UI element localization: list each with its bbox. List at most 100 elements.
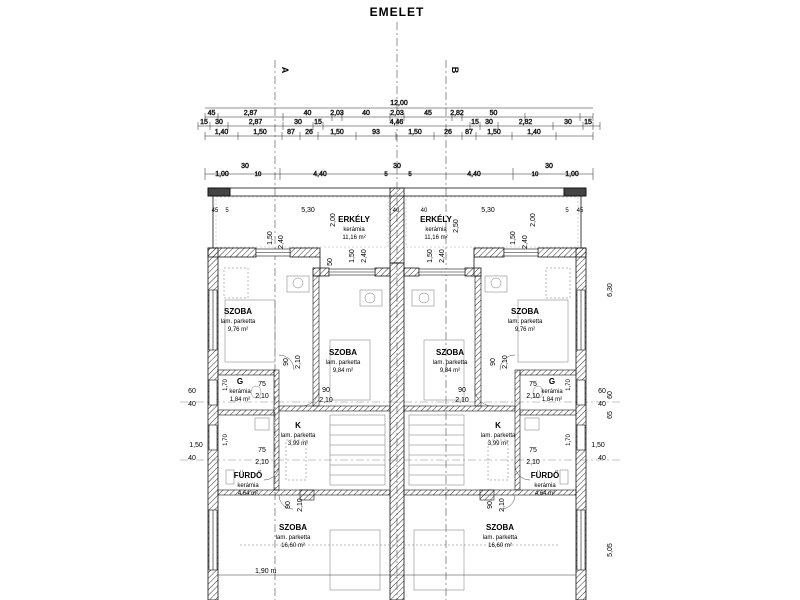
dimension-label: 2,40 xyxy=(439,249,446,263)
room-name: SZOBA xyxy=(436,348,464,357)
bottom-note: 1,90 m xyxy=(255,568,277,575)
dimension-label: 5 xyxy=(384,172,388,178)
dimension-label: 60 xyxy=(188,388,196,395)
dimension-label: 1,70 xyxy=(223,434,229,446)
axis-a-label: A xyxy=(280,67,290,74)
dimension-label: 40 xyxy=(598,455,606,462)
dimension-label: 30 xyxy=(485,119,493,126)
dimension-label: 2,10 xyxy=(297,498,304,512)
dimension-label: 90 xyxy=(458,387,466,394)
dimension-label: 2,00 xyxy=(530,213,537,227)
dimension-label: 2,40 xyxy=(278,235,285,249)
room-area: 4,64 m² xyxy=(535,491,555,497)
dimension-label: 4,40 xyxy=(467,171,481,178)
room-area: 9,84 m² xyxy=(440,368,460,374)
room-name: SZOBA xyxy=(224,307,252,316)
room-material: kerámia xyxy=(541,389,563,395)
room-material: lam. parketta xyxy=(433,360,468,366)
dimension-label: 5,05 xyxy=(607,543,614,557)
dimension-label: 5 xyxy=(565,208,569,214)
dimension-label: 60 xyxy=(598,388,606,395)
dimension-label: 50 xyxy=(490,110,498,117)
dimension-label: 5 xyxy=(408,172,412,178)
dimension-label: 1,50 xyxy=(330,129,344,136)
room-material: kerámia xyxy=(343,227,365,233)
room-name: SZOBA xyxy=(511,307,539,316)
balcony-floor-right xyxy=(405,196,579,248)
dimension-label: 45 xyxy=(577,208,584,214)
room-name: FÜRDŐ xyxy=(531,471,559,480)
dimension-label: 40 xyxy=(188,455,196,462)
room-area: 3,99 m² xyxy=(288,441,308,447)
dimension-label: 93 xyxy=(372,129,380,136)
dimension-label: 2,10 xyxy=(295,355,302,369)
furniture xyxy=(223,267,571,591)
room-area: 9,76 m² xyxy=(515,327,535,333)
dimension-label: 15 xyxy=(314,119,322,126)
dimension-label: 30 xyxy=(564,119,572,126)
building-walls xyxy=(207,187,587,600)
dimension-label: 30 xyxy=(215,119,223,126)
door-swings xyxy=(263,354,531,510)
dimension-label: 2,10 xyxy=(255,393,269,400)
room-label: FÜRDŐ kerámia 4,64 m² xyxy=(531,471,559,497)
dimension-label: 15 xyxy=(200,119,208,126)
drawing-title: EMELET xyxy=(370,5,425,19)
dimension-label: 15 xyxy=(584,119,592,126)
dimension-label: 1,50 xyxy=(510,231,517,245)
dimension-label: 90 xyxy=(285,501,292,509)
dimension-label: 2,10 xyxy=(455,397,469,404)
dimension-label: 1,50 xyxy=(253,129,267,136)
dimension-label: 40 xyxy=(362,110,370,117)
room-area: 16,60 m² xyxy=(281,543,305,549)
dimension-label: 1,00 xyxy=(565,171,579,178)
dimension-label: 1,70 xyxy=(566,379,572,391)
room-name: K xyxy=(495,421,501,430)
dimension-label: 90 xyxy=(490,358,497,366)
dimension-label: 1,70 xyxy=(566,434,572,446)
room-name: K xyxy=(295,421,301,430)
dimension-label: 5 xyxy=(225,208,229,214)
dimension-label: 1,50 xyxy=(427,249,434,263)
room-material: lam. parketta xyxy=(281,433,316,439)
dimension-label: 2,10 xyxy=(526,459,540,466)
dimension-label: 2,10 xyxy=(319,397,333,404)
dimension-label: 2,10 xyxy=(499,498,506,512)
room-label: SZOBA lam. parketta 9,84 m² xyxy=(433,348,468,374)
room-name: ERKÉLY xyxy=(420,215,452,224)
windows xyxy=(208,248,586,571)
dimension-label: 1,70 xyxy=(223,379,229,391)
section-axis-b: B xyxy=(445,60,460,600)
dimension-label: 75 xyxy=(529,381,537,388)
room-material: lam. parketta xyxy=(481,433,516,439)
dimension-label: 40 xyxy=(304,110,312,117)
dimension-label: 60 xyxy=(607,391,614,399)
dimension-label: 1,40 xyxy=(215,129,229,136)
dimension-label: 15 xyxy=(471,119,479,126)
room-material: kerámia xyxy=(534,483,556,489)
dimension-label: 2,10 xyxy=(502,355,509,369)
dimension-label: 30 xyxy=(241,163,249,170)
dimension-label: 26 xyxy=(444,129,452,136)
dimension-label: 2,10 xyxy=(526,393,540,400)
room-name: ERKÉLY xyxy=(338,215,370,224)
dimension-label: 90 xyxy=(487,501,494,509)
dimension-label: 1,40 xyxy=(527,129,541,136)
dimension-label: 1,50 xyxy=(189,442,203,449)
dimension-label: 1,50 xyxy=(408,129,422,136)
dimension-label: 30 xyxy=(545,163,553,170)
dimension-label: 6,30 xyxy=(607,283,614,297)
room-area: 1,84 m² xyxy=(230,397,250,403)
dimension-label: 2,87 xyxy=(249,119,263,126)
